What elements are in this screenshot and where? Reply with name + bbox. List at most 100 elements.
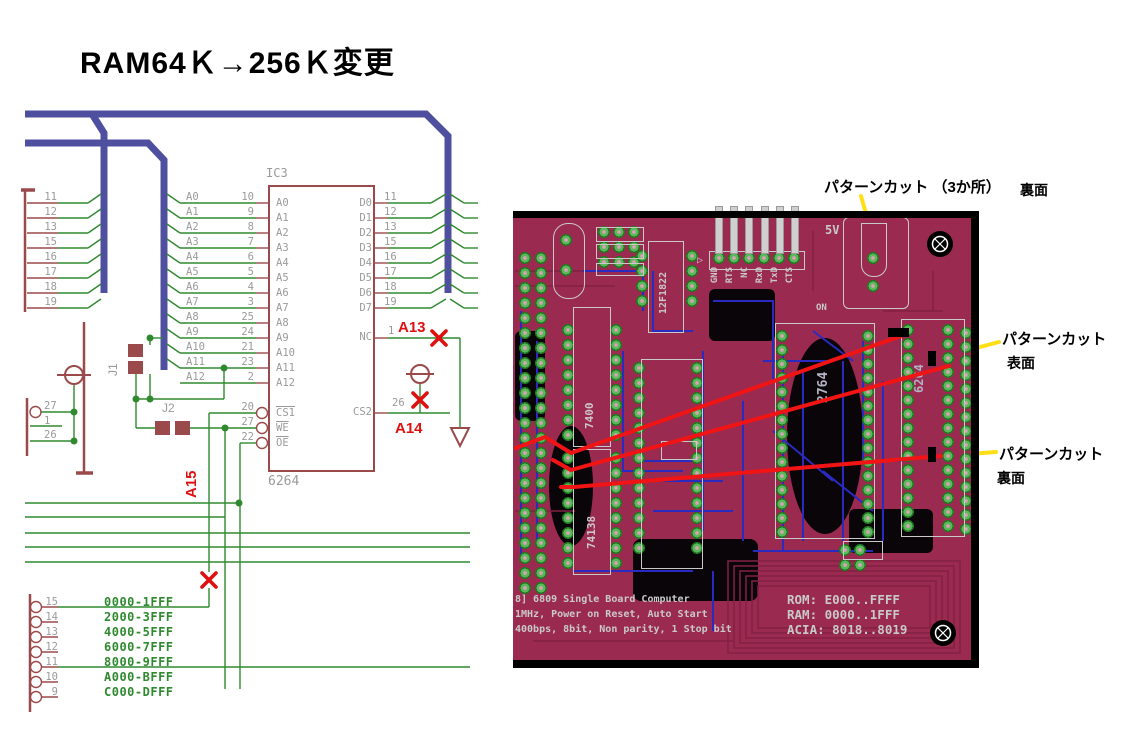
net-label: A2 [186, 221, 199, 233]
bus-pin-number: 11 [44, 191, 57, 203]
junction-dots [70, 334, 243, 507]
bus-pin-number: 17 [44, 266, 57, 278]
ic-middle-outline [641, 359, 703, 569]
net-label: A4 [186, 251, 199, 263]
pin-name: D7 [359, 302, 372, 314]
ic-2764-outline [775, 323, 875, 539]
nc-pin-name: NC [359, 331, 372, 343]
ic-6264-pads [941, 323, 955, 533]
net-flag-a13: A13 [398, 319, 426, 336]
bus-pin-number: 15 [44, 236, 57, 248]
pin-name: A5 [276, 272, 289, 284]
address-range-label: 8000-9FFF [104, 655, 174, 669]
pin-number: 7 [247, 236, 254, 248]
address-range-label: 4000-5FFF [104, 625, 174, 639]
pin-number: 9 [51, 686, 58, 698]
header-pin [745, 206, 754, 254]
pin-number: 12 [384, 206, 397, 218]
power-on-label: ON [816, 303, 827, 313]
crystal-outline [553, 223, 585, 299]
pin-number: 18 [384, 281, 397, 293]
control-wires [25, 337, 470, 689]
address-range-label: 6000-7FFF [104, 640, 174, 654]
pin-number: 25 [241, 311, 254, 323]
annotation-side-back: 裏面 [997, 470, 1025, 486]
ic-6264-outline [901, 319, 965, 537]
pin-name: A6 [276, 287, 289, 299]
net-label: A3 [186, 236, 199, 248]
serial-header-pads [712, 251, 802, 266]
pin-number: 23 [241, 356, 254, 368]
pin-name: A3 [276, 242, 289, 254]
data-bus-wires [26, 193, 102, 309]
page-title: RAM64Ｋ→256Ｋ変更 [80, 47, 395, 80]
jumper-j1-label: J1 [106, 363, 120, 376]
pin-name: D6 [359, 287, 372, 299]
pin-number: 2 [247, 371, 254, 383]
bus-pin-number: 18 [44, 281, 57, 293]
header-pin [790, 206, 799, 254]
pad-grid [597, 225, 642, 270]
pin-name: A4 [276, 257, 289, 269]
pin-number: 6 [247, 251, 254, 263]
pin-number: 9 [247, 206, 254, 218]
pcb-info-left: 8] 6809 Single Board Computer [515, 594, 690, 605]
pin-number: 3 [247, 296, 254, 308]
pin-number: 4 [247, 281, 254, 293]
pin-name: A12 [276, 377, 295, 389]
pcb-info-right: ROM: E000..FFFF [787, 592, 900, 607]
header-pin [760, 206, 769, 254]
ic3-ctrl-pin-numbers: 20 27 22 [232, 400, 254, 445]
pin-number: 22 [241, 431, 254, 443]
silk-box [596, 263, 644, 276]
left-connector-pads [518, 251, 532, 596]
power-jack-slot [861, 223, 887, 277]
pin-name: A0 [276, 197, 289, 209]
address-range-label: 0000-1FFF [104, 595, 174, 609]
bus-lines [25, 110, 452, 370]
pin-number: 27 [44, 400, 57, 412]
annotation-count: （3か所） [932, 179, 1001, 196]
pcb-mods-art [514, 231, 956, 646]
mounting-holes [927, 231, 956, 646]
board-edge [513, 211, 979, 218]
bus-pin-number: 12 [44, 206, 57, 218]
net-label: A1 [186, 206, 199, 218]
silk-box [596, 227, 644, 242]
nc-pin-number: 1 [388, 325, 395, 337]
pin-number: 12 [45, 641, 58, 653]
pin-name: A7 [276, 302, 289, 314]
pin-number: 20 [241, 401, 254, 413]
ic-74138-pads [609, 451, 623, 571]
pin-name: D1 [359, 212, 372, 224]
net-flag-a14: A14 [395, 420, 423, 437]
cs2-pin-name: CS2 [353, 406, 372, 418]
pin-number: 10 [241, 191, 254, 203]
pin-number: 27 [241, 416, 254, 428]
pin-name: D0 [359, 197, 372, 209]
component-symbols [21, 188, 471, 712]
ic3-refdes: IC3 [266, 166, 288, 180]
silk-box [843, 541, 883, 560]
board-edge [513, 660, 979, 668]
bus-pin-number: 16 [44, 251, 57, 263]
net-label: A7 [186, 296, 199, 308]
pin-number: 16 [384, 251, 397, 263]
right-connector-pads [959, 326, 973, 536]
ic-middle-pads [632, 361, 646, 556]
pin-number: 1 [44, 414, 51, 427]
address-range-label: A000-BFFF [104, 670, 174, 684]
annotation-label: パターンカット [824, 179, 929, 196]
address-range-label: C000-DFFF [104, 685, 174, 699]
pcb-info-row: 8] 6809 Single Board Computer ROM: E000.… [515, 592, 975, 607]
ic-7400-pads [609, 323, 623, 443]
net-label: A6 [186, 281, 199, 293]
net-label: A11 [186, 356, 205, 368]
